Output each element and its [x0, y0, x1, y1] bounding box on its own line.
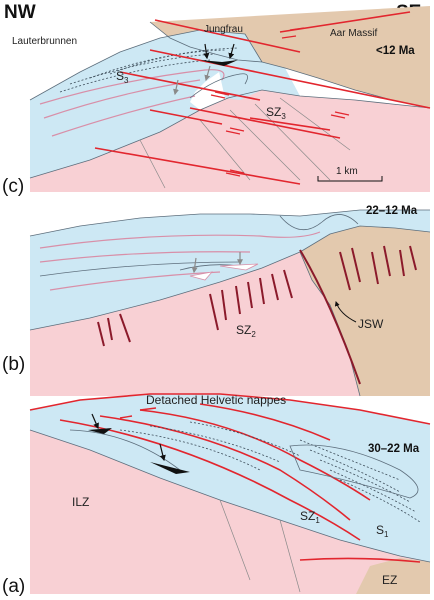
panel-c-pink-area — [30, 90, 430, 192]
ilz-label: ILZ — [72, 495, 89, 509]
panel-c-s3-label: S3 — [116, 69, 129, 85]
place-aar-massif: Aar Massif — [330, 28, 377, 39]
ez-label: EZ — [382, 573, 397, 587]
panel-b-letter: (b) — [2, 354, 25, 375]
panel-a-letter: (a) — [2, 576, 25, 597]
panel-a-s1-label: S1 — [376, 523, 389, 539]
panel-b: JSW SZ2 22–12 Ma (b) — [2, 205, 431, 397]
nw-label: NW — [4, 2, 36, 23]
panel-c-sz3-label: SZ3 — [266, 105, 286, 121]
panel-a-age: 30–22 Ma — [368, 443, 420, 455]
panel-c-age: <12 Ma — [376, 45, 415, 57]
place-lauterbrunnen: Lauterbrunnen — [12, 36, 77, 47]
panel-a-black-arrow-1 — [91, 413, 99, 430]
jsw-fault — [299, 249, 361, 385]
jsw-label: JSW — [358, 317, 384, 331]
panel-b-sz2-label: SZ2 — [236, 323, 256, 339]
panel-c-letter: (c) — [2, 176, 24, 197]
panel-c: Lauterbrunnen Jungfrau Aar Massif <12 Ma… — [2, 6, 431, 197]
panel-c-blue-wedge — [215, 54, 300, 100]
panel-b-pink-area — [30, 252, 360, 396]
panel-c-black-arrow-1 — [203, 43, 210, 60]
detachment-fault — [29, 393, 431, 425]
panel-c-gray-arrow-2 — [173, 79, 179, 96]
panel-a-black-arrow-2 — [159, 443, 166, 462]
panel-c-fault-1 — [149, 49, 431, 109]
scale-bar-label: 1 km — [336, 166, 358, 177]
panel-c-blue-area — [30, 30, 262, 178]
panel-b-blue-area — [30, 210, 430, 330]
panel-c-black-arrow-2 — [228, 43, 235, 60]
panel-b-tan-area — [300, 226, 430, 396]
panel-a-sz1-label: SZ1 — [300, 509, 320, 525]
panel-a-pink-area — [30, 430, 430, 594]
panel-c-gray-arrow-1 — [204, 65, 211, 82]
panel-a-tan-area — [356, 558, 430, 594]
panel-a-title: Detached Helvetic nappes — [146, 393, 286, 407]
scale-bar: 1 km — [317, 166, 383, 182]
place-jungfrau: Jungfrau — [204, 24, 243, 35]
panel-a: Detached Helvetic nappes 30–22 Ma ILZ SZ… — [2, 393, 431, 597]
panel-b-age: 22–12 Ma — [366, 205, 418, 217]
